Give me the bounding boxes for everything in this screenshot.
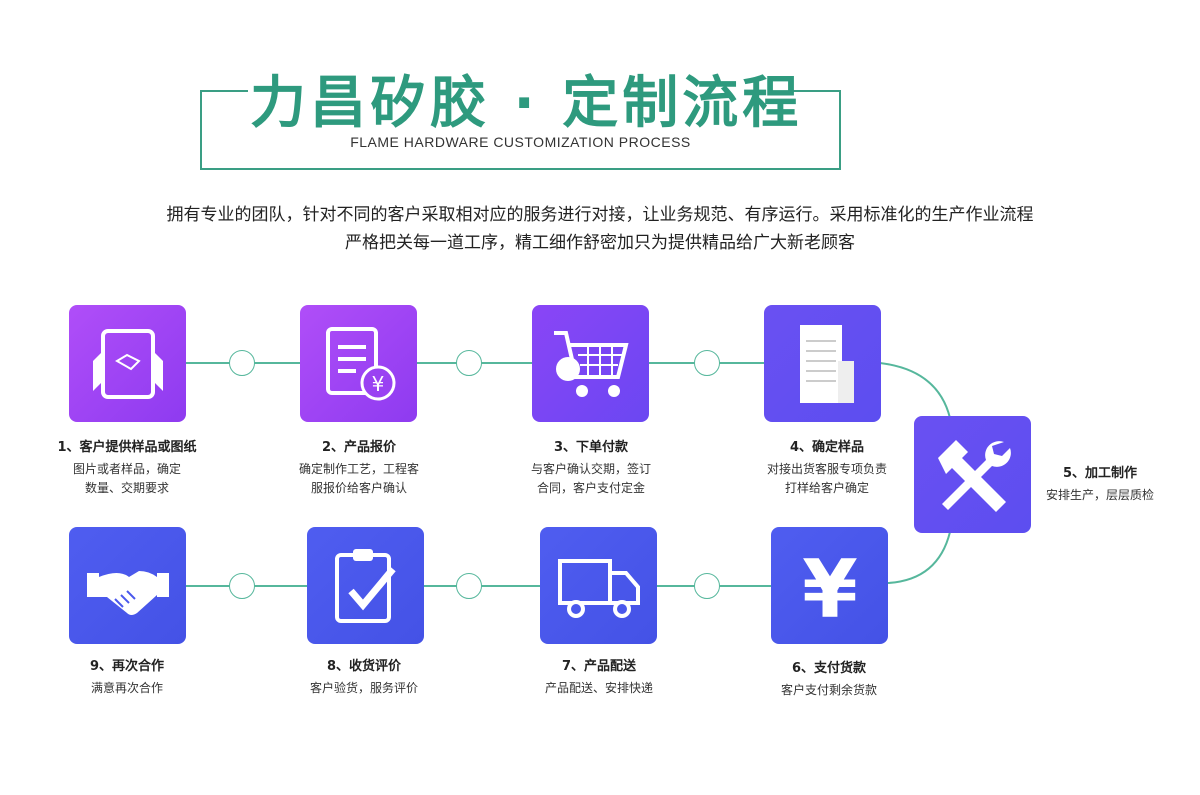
shopping-cart-icon — [553, 330, 629, 397]
step-title: 9、再次合作 — [89, 659, 165, 674]
svg-text:¥: ¥ — [371, 372, 384, 396]
step-7-label: 7、产品配送产品配送、安排快递 — [484, 655, 714, 698]
step-desc: 打样给客户确定 — [784, 481, 869, 495]
connector-dot — [456, 350, 482, 376]
frame-line — [793, 90, 841, 92]
step-4-label: 4、确定样品对接出货客服专项负责打样给客户确定 — [712, 436, 942, 498]
step-9-label: 9、再次合作满意再次合作 — [12, 655, 242, 698]
step-desc: 对接出货客服专项负责 — [766, 462, 887, 476]
step-desc: 客户验货，服务评价 — [309, 681, 418, 695]
step-title: 2、产品报价 — [321, 440, 397, 455]
page-title: 力昌矽胶 · 定制流程 — [250, 71, 803, 136]
svg-text:¥: ¥ — [802, 543, 858, 629]
clipboard-check-icon — [334, 548, 396, 623]
step-desc: 合同，客户支付定金 — [536, 481, 645, 495]
documents-icon — [799, 324, 854, 403]
step-8-icon-box — [307, 527, 424, 644]
step-1-label: 1、客户提供样品或图纸图片或者样品，确定数量、交期要求 — [12, 436, 242, 498]
step-8-label: 8、收货评价客户验货，服务评价 — [249, 655, 479, 698]
frame-line — [200, 90, 248, 92]
step-9-icon-box — [69, 527, 186, 644]
step-title: 5、加工制作 — [1062, 466, 1138, 481]
page-subtitle: FLAME HARDWARE CUSTOMIZATION PROCESS — [350, 134, 691, 150]
handshake-icon — [86, 570, 169, 615]
step-1-icon-box — [69, 305, 186, 422]
intro-line-1: 拥有专业的团队，针对不同的客户采取相对应的服务进行对接，让业务规范、有序运行。采… — [166, 205, 1034, 225]
truck-icon — [557, 558, 640, 618]
step-3-icon-box — [532, 305, 649, 422]
step-3-label: 3、下单付款与客户确认交期，签订合同，客户支付定金 — [476, 436, 706, 498]
step-6-icon-box: ¥ — [771, 527, 888, 644]
step-6-label: 6、支付货款客户支付剩余货款 — [714, 657, 944, 700]
tablet-handshake-icon — [92, 328, 163, 399]
step-4-icon-box — [764, 305, 881, 422]
step-title: 3、下单付款 — [553, 440, 629, 455]
connector-dot — [229, 573, 255, 599]
step-desc: 与客户确认交期，签订 — [530, 462, 651, 476]
step-desc: 客户支付剩余货款 — [780, 683, 877, 697]
step-desc: 图片或者样品，确定 — [72, 462, 181, 476]
document-yen-icon: ¥ — [325, 326, 395, 400]
step-title: 1、客户提供样品或图纸 — [57, 440, 197, 455]
connector-curve — [879, 362, 951, 584]
step-desc: 产品配送、安排快递 — [544, 681, 653, 695]
step-7-icon-box — [540, 527, 657, 644]
connector-dot — [229, 350, 255, 376]
step-5-icon-box — [914, 416, 1031, 533]
title-frame — [200, 90, 841, 170]
step-desc: 确定制作工艺，工程客 — [298, 462, 419, 476]
connector-dot — [694, 573, 720, 599]
step-title: 4、确定样品 — [789, 440, 865, 455]
intro-line-2: 严格把关每一道工序，精工细作舒密加只为提供精品给广大新老顾客 — [345, 233, 855, 253]
step-title: 7、产品配送 — [561, 659, 637, 674]
step-desc: 服报价给客户确认 — [310, 481, 407, 495]
step-desc: 安排生产，层层质检 — [1045, 488, 1154, 502]
step-5-label: 5、加工制作安排生产，层层质检 — [985, 462, 1200, 505]
tools-icon — [937, 439, 1011, 512]
step-title: 8、收货评价 — [326, 659, 402, 674]
step-desc: 数量、交期要求 — [84, 481, 169, 495]
step-desc: 满意再次合作 — [90, 681, 163, 695]
step-2-icon-box: ¥ — [300, 305, 417, 422]
connector-dot — [456, 573, 482, 599]
step-title: 6、支付货款 — [791, 661, 867, 676]
yen-icon: ¥ — [802, 543, 858, 629]
step-2-label: 2、产品报价确定制作工艺，工程客服报价给客户确认 — [244, 436, 474, 498]
connector-dot — [694, 350, 720, 376]
